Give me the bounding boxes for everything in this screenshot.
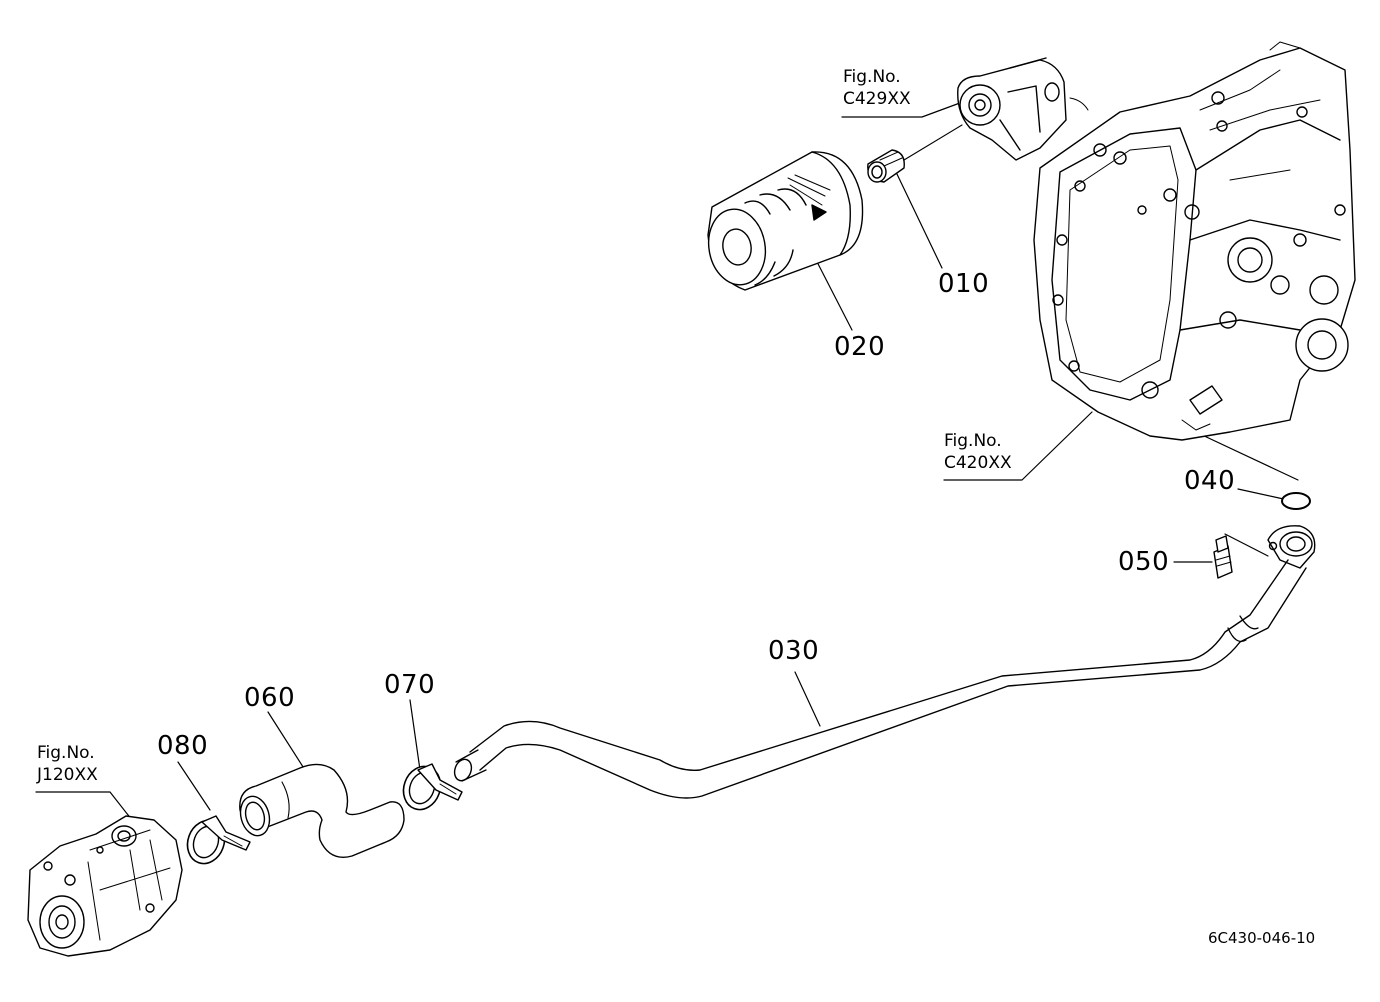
figure-ref-code: C429XX (843, 89, 911, 109)
figure-ref-c429xx: Fig.No. C429XX (843, 66, 911, 110)
hose-clamp-080 (186, 815, 251, 865)
part-label-060: 060 (244, 683, 296, 713)
leader-040 (1237, 488, 1289, 501)
figure-ref-code: C420XX (944, 453, 1012, 473)
fitting-010 (867, 124, 963, 183)
figure-ref-prefix: Fig.No. (944, 431, 1002, 451)
filter-head-c429xx (957, 57, 1089, 161)
leader-070 (409, 699, 421, 771)
leader-020 (813, 255, 853, 331)
figure-ref-j120xx: Fig.No. J120XX (37, 742, 98, 786)
transmission-case-c420xx (1033, 41, 1356, 441)
plug-050 (1213, 535, 1233, 579)
leader-080 (177, 761, 211, 811)
part-label-010: 010 (938, 269, 990, 299)
figure-ref-code: J120XX (37, 765, 98, 785)
part-label-080: 080 (157, 731, 209, 761)
part-label-050: 050 (1118, 547, 1170, 577)
o-ring-040 (1281, 492, 1311, 510)
leader-050-b (1224, 533, 1269, 557)
part-label-030: 030 (768, 636, 820, 666)
drawing-number: 6C430-046-10 (1208, 929, 1316, 947)
leader-c420xx (943, 411, 1093, 481)
part-label-020: 020 (834, 332, 886, 362)
pump-j120xx (27, 815, 183, 957)
part-label-070: 070 (384, 670, 436, 700)
leader-060 (267, 711, 306, 771)
leader-010 (895, 171, 943, 269)
leader-lines (35, 89, 1299, 821)
figure-ref-c420xx: Fig.No. C420XX (944, 430, 1012, 474)
pipe-030 (453, 525, 1316, 799)
hose-clamp-070 (402, 763, 463, 811)
leader-j120xx (35, 791, 133, 821)
figure-ref-prefix: Fig.No. (37, 743, 95, 763)
part-label-040: 040 (1184, 466, 1236, 496)
hose-060 (239, 763, 405, 858)
leader-040-top (1199, 433, 1299, 481)
figure-ref-prefix: Fig.No. (843, 67, 901, 87)
oil-filter-020 (707, 151, 864, 291)
leader-030 (794, 671, 821, 727)
